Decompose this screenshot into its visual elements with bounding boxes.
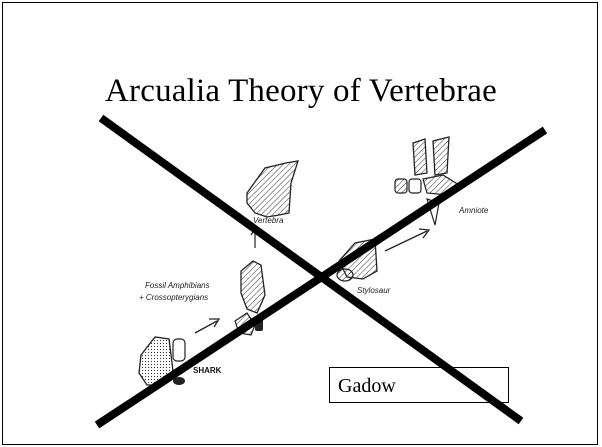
shark-label: SHARK xyxy=(193,366,222,375)
amniote-sketch: Amniote xyxy=(394,136,489,226)
slide-title: Arcualia Theory of Vertebrae xyxy=(105,73,497,109)
vertebra-label: Vertebra xyxy=(253,216,284,225)
amniote-label: Amniote xyxy=(458,206,489,215)
fossil-amphibian-sketch: Fossil Amphibians + Crossopterygians xyxy=(139,260,266,336)
fossil-label: Fossil Amphibians xyxy=(145,281,210,290)
stylosaur-label: Stylosaur xyxy=(357,286,391,295)
vertebra-sketch: Vertebra xyxy=(246,160,299,248)
crossopterygians-label: + Crossopterygians xyxy=(139,293,208,302)
caption-box: Gadow xyxy=(329,367,509,403)
stylosaur-sketch: Stylosaur xyxy=(336,228,431,295)
shark-sketch: SHARK xyxy=(138,336,222,386)
